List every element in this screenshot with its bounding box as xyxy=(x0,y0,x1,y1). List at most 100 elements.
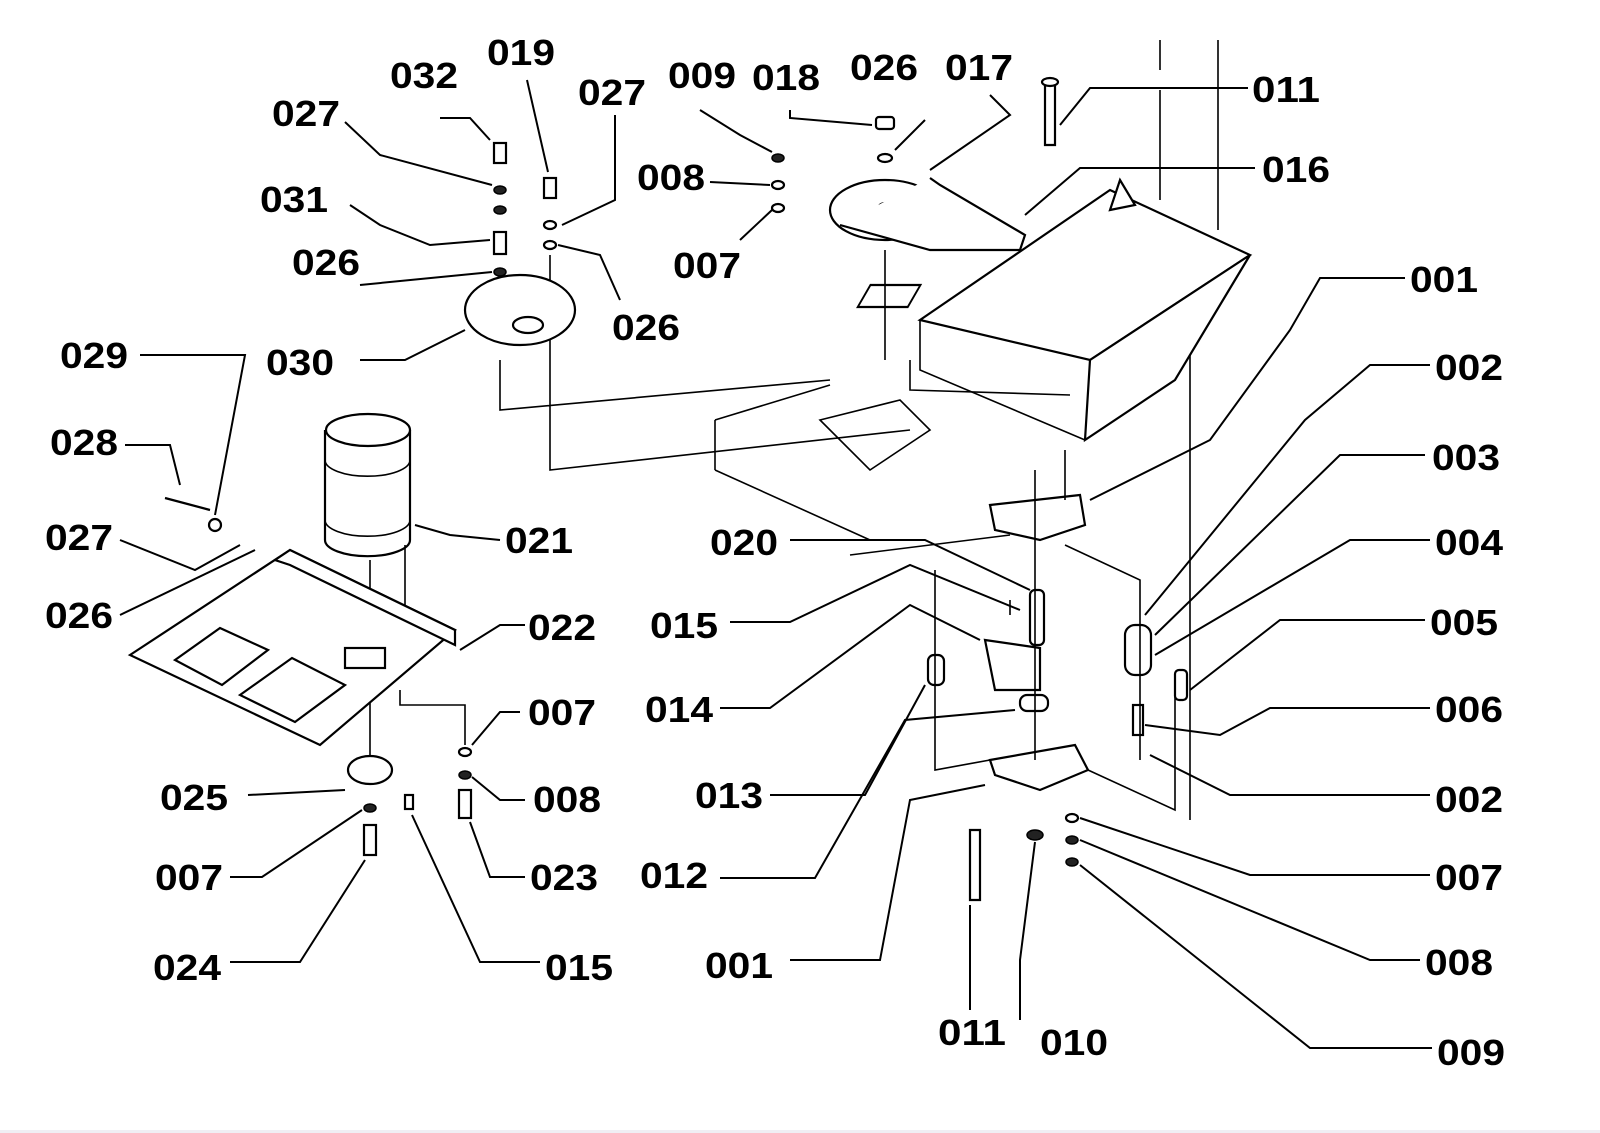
washer-009 xyxy=(771,153,785,163)
callout-009: 009 xyxy=(668,55,736,96)
washer-026-b xyxy=(493,267,507,277)
motor-top xyxy=(324,412,412,448)
leader-line-029 xyxy=(140,354,247,516)
callout-006: 006 xyxy=(1435,689,1503,730)
leader-line-003 xyxy=(1154,454,1425,636)
leader-line-004 xyxy=(1154,539,1430,656)
part-drawings xyxy=(127,40,1253,902)
plate-bracket xyxy=(343,646,387,670)
callout-018: 018 xyxy=(752,57,820,98)
callout-012: 012 xyxy=(640,855,708,896)
callout-023: 023 xyxy=(530,857,598,898)
callout-022: 022 xyxy=(528,607,596,648)
leader-line-008 xyxy=(1079,839,1420,961)
leader-line-001 xyxy=(790,784,986,961)
leader-line-017 xyxy=(929,94,1012,171)
leader-line-023 xyxy=(469,821,525,878)
housing-window xyxy=(856,283,923,309)
callout-017: 017 xyxy=(945,47,1013,88)
callout-008: 008 xyxy=(533,779,601,820)
spacer-005 xyxy=(1173,668,1189,702)
leader-line-007 xyxy=(739,209,773,241)
leader-line-005 xyxy=(1189,619,1425,691)
callout-001: 001 xyxy=(705,945,773,986)
callout-013: 013 xyxy=(695,775,763,816)
leader-line-015 xyxy=(730,563,1021,623)
callout-007: 007 xyxy=(528,692,596,733)
leader-line-026 xyxy=(359,271,493,286)
screw-019 xyxy=(542,176,558,200)
callout-030: 030 xyxy=(266,342,334,383)
plate-window-1 xyxy=(172,626,271,687)
bottom-edge xyxy=(0,1130,1600,1133)
screw-028 xyxy=(164,496,211,512)
motor-pulley xyxy=(346,754,394,786)
leader-line-019 xyxy=(526,79,549,173)
leader-line-018 xyxy=(789,110,873,126)
leader-line-015 xyxy=(411,814,540,963)
callout-026: 026 xyxy=(850,47,918,88)
key-015 xyxy=(403,793,415,811)
callout-032: 032 xyxy=(390,55,458,96)
base-plate-outline xyxy=(714,384,932,541)
callout-011: 011 xyxy=(938,1012,1006,1053)
leader-line-027 xyxy=(119,539,241,572)
screw-032 xyxy=(492,141,508,165)
callout-026: 026 xyxy=(612,307,680,348)
callout-015: 015 xyxy=(650,605,718,646)
callout-024: 024 xyxy=(153,947,221,988)
leader-line-012 xyxy=(720,709,1016,879)
leader-line-026 xyxy=(557,244,621,301)
leader-line-008 xyxy=(709,181,771,186)
motor-plate-flange xyxy=(272,548,457,647)
screw-011-top xyxy=(1043,83,1057,147)
callout-008: 008 xyxy=(1425,942,1493,983)
callout-002: 002 xyxy=(1435,347,1503,388)
callout-020: 020 xyxy=(710,522,778,563)
washer-007-d xyxy=(1064,812,1080,824)
callout-027: 027 xyxy=(272,93,340,134)
spacer-031 xyxy=(492,230,508,256)
leader-line-001 xyxy=(1089,277,1405,501)
callout-007: 007 xyxy=(155,857,223,898)
plate-window-2 xyxy=(237,656,348,724)
motor-band xyxy=(324,459,411,537)
screw-024 xyxy=(362,823,378,857)
washer-010 xyxy=(1026,829,1044,841)
leader-line-028 xyxy=(125,444,181,486)
callout-007: 007 xyxy=(673,245,741,286)
bearing-cup xyxy=(463,273,577,347)
callout-019: 019 xyxy=(487,32,555,73)
callout-026: 026 xyxy=(45,595,113,636)
callout-010: 010 xyxy=(1040,1022,1108,1063)
leader-line-027 xyxy=(344,121,493,186)
bearing-003 xyxy=(1123,623,1153,677)
callout-027: 027 xyxy=(578,72,646,113)
bracket-001-bottom xyxy=(988,743,1090,792)
leader-line-021 xyxy=(414,524,501,541)
callout-015: 015 xyxy=(545,947,613,988)
callout-005: 005 xyxy=(1430,602,1498,643)
callout-027: 027 xyxy=(45,517,113,558)
callout-001: 001 xyxy=(1410,259,1478,300)
callout-016: 016 xyxy=(1262,149,1330,190)
housing-bottom xyxy=(919,320,1086,441)
clip-014 xyxy=(983,638,1042,692)
leader-line-026 xyxy=(119,549,256,616)
washer-026-c xyxy=(542,239,558,251)
callout-002: 002 xyxy=(1435,779,1503,820)
washer-029 xyxy=(207,517,223,533)
washer-026-a xyxy=(493,205,507,215)
washer-008-d xyxy=(1065,835,1079,845)
assembly-center-lines xyxy=(849,450,1176,812)
leader-line-027 xyxy=(561,115,616,226)
bracket-001-top xyxy=(988,493,1087,542)
nut-018 xyxy=(874,115,896,131)
callout-025: 025 xyxy=(160,777,228,818)
leader-line-006 xyxy=(1144,707,1430,737)
leader-line-026 xyxy=(894,119,926,151)
leader-line-011 xyxy=(1059,87,1248,126)
leader-line-013 xyxy=(770,684,926,796)
